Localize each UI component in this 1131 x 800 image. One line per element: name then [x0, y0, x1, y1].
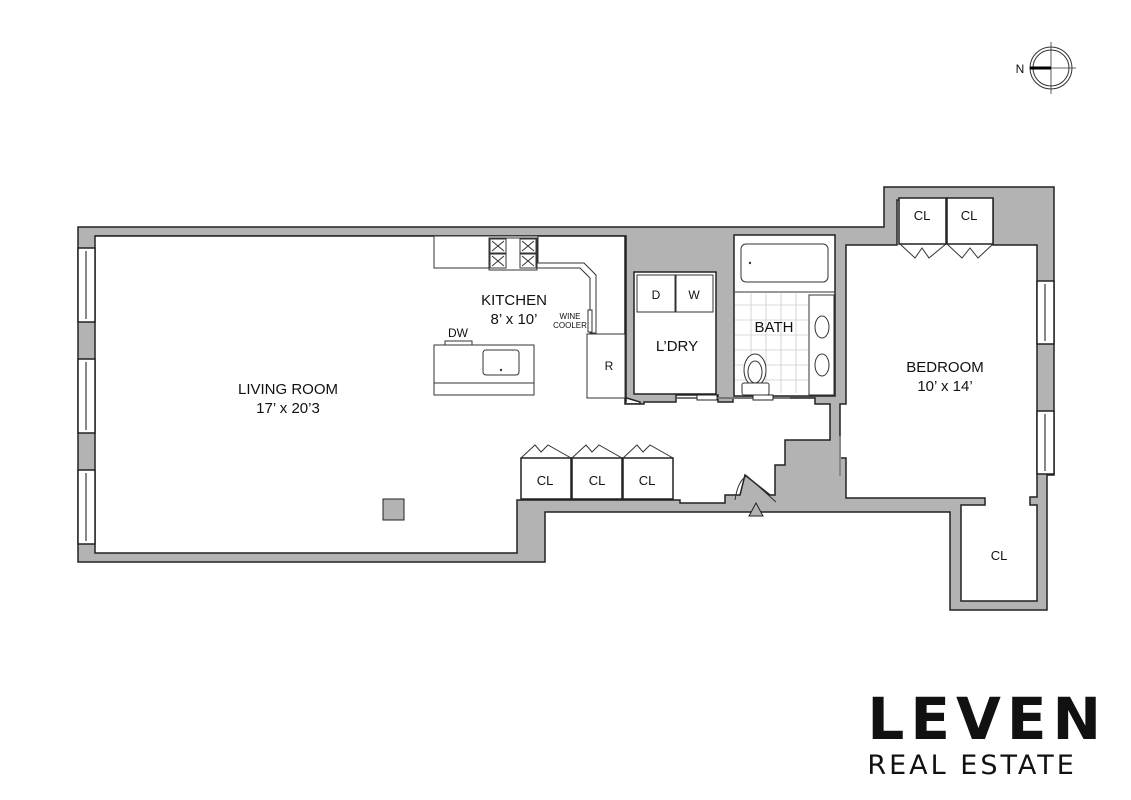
closet-hall-3 [622, 457, 674, 500]
laundry-name: L’DRY [656, 338, 698, 355]
closet-label: CL [537, 473, 554, 488]
bedroom-size: 10’ x 14’ [917, 378, 972, 395]
living-room-size: 17’ x 20’3 [256, 400, 320, 417]
washer [675, 274, 714, 313]
closet-label: CL [639, 473, 656, 488]
closet-label: CL [961, 208, 978, 223]
dryer [636, 274, 676, 313]
closet-label: CL [589, 473, 606, 488]
bedroom-name: BEDROOM [906, 359, 984, 376]
cooktop-icon [488, 237, 538, 271]
refrigerator-label: R [605, 359, 614, 373]
brand-name: LEVEN [867, 685, 1107, 753]
kitchen-island [433, 340, 535, 396]
brand-tagline: REAL ESTATE [867, 750, 1077, 781]
bedroom-area [839, 199, 1038, 602]
bath-name: BATH [755, 319, 794, 336]
living-room-name: LIVING ROOM [238, 381, 338, 398]
washer-label: W [688, 288, 700, 302]
closet-bedroom-1 [898, 197, 947, 245]
brand-logo: LEVEN REAL ESTATE [867, 690, 1107, 782]
windows-east [1036, 280, 1055, 475]
refrigerator [586, 333, 626, 399]
windows-west [77, 247, 96, 545]
dishwasher-label: DW [448, 326, 469, 340]
bathtub [740, 243, 829, 283]
column [382, 498, 405, 521]
wine-cooler-label: WINE [560, 312, 581, 321]
closet-bedroom-2 [946, 197, 994, 245]
sink-icon [482, 349, 520, 376]
wine-cooler [587, 309, 593, 333]
vanity [808, 294, 835, 396]
compass-label: N [1016, 62, 1025, 76]
kitchen-name: KITCHEN [481, 292, 547, 309]
wine-cooler-label-2: COOLER [553, 321, 587, 330]
toilet-icon [741, 353, 770, 396]
kitchen-size: 8’ x 10’ [491, 311, 538, 328]
closet-label: CL [991, 548, 1008, 563]
compass-north-icon: N [1016, 42, 1076, 94]
closet-hall-1 [520, 457, 572, 500]
closet-hall-2 [571, 457, 623, 500]
sink-icon [814, 353, 830, 377]
closet-label: CL [914, 208, 931, 223]
entrance-triangle-icon [748, 501, 764, 517]
sink-icon [814, 315, 830, 339]
entry-door [734, 475, 777, 517]
dryer-label: D [652, 288, 661, 302]
